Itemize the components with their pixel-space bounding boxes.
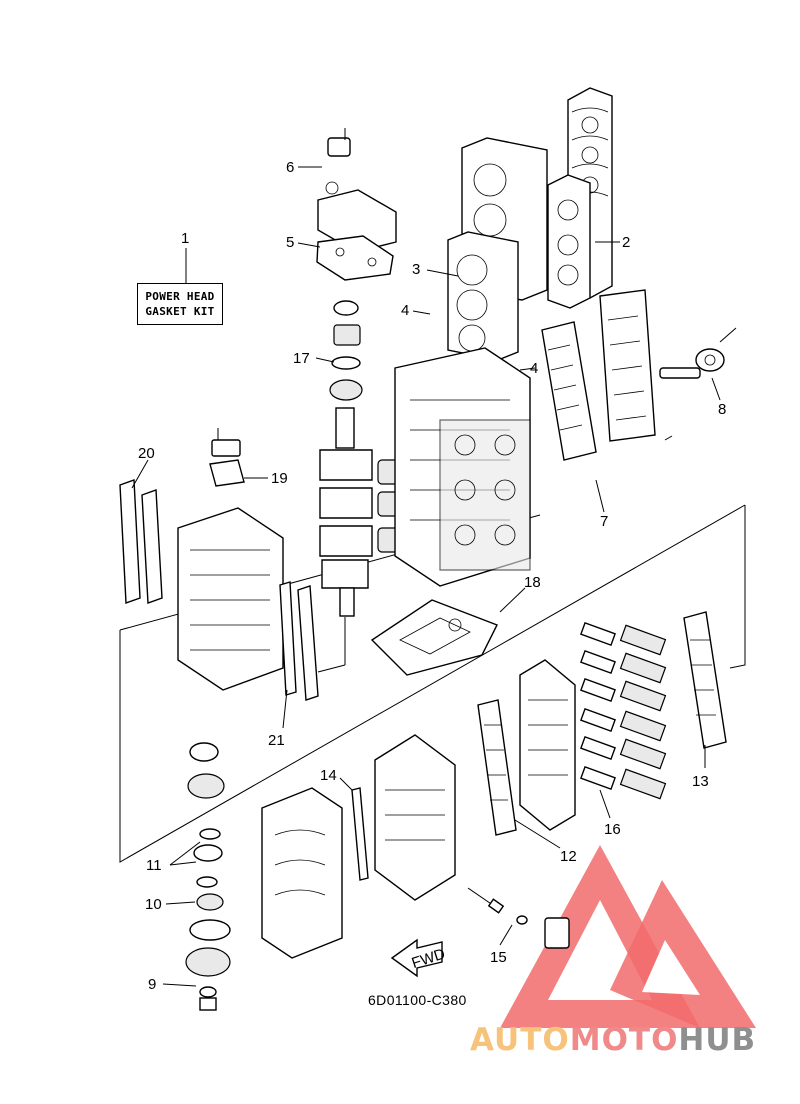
callout-7: 7 <box>600 513 608 530</box>
base-gasket-part <box>370 599 498 676</box>
callout-20: 20 <box>138 445 155 462</box>
watermark-part1: AUTO <box>470 1022 570 1058</box>
callout-4b: 4 <box>530 360 538 377</box>
callout-10: 10 <box>145 896 162 913</box>
watermark-text: AUTOMOTOHUB <box>470 1022 756 1058</box>
callout-13: 13 <box>692 773 709 790</box>
thermostat-cover-part <box>316 128 397 281</box>
callout-19: 19 <box>271 470 288 487</box>
callout-1: 1 <box>181 230 189 247</box>
callout-4a: 4 <box>401 302 409 319</box>
callout-6: 6 <box>286 159 294 176</box>
intake-manifold-part <box>261 734 456 959</box>
callout-5: 5 <box>286 234 294 251</box>
reed-valve-assembly-part <box>477 611 727 836</box>
leader-lines <box>131 166 721 987</box>
fuel-pump-part <box>467 887 570 949</box>
watermark-logo-icon <box>500 845 756 1028</box>
callout-3: 3 <box>412 261 420 278</box>
watermark-part2: MOTO <box>569 1022 679 1058</box>
callout-16: 16 <box>604 821 621 838</box>
gasket-kit-line1: POWER HEAD <box>145 290 215 303</box>
gasket-kit-box: POWER HEAD GASKET KIT <box>137 283 223 325</box>
callout-9: 9 <box>148 976 156 993</box>
cylinder-head-part <box>447 137 548 361</box>
callout-12: 12 <box>560 848 577 865</box>
crankcase-block-part <box>394 347 531 587</box>
lower-bearing-stack-part <box>185 742 231 1011</box>
callout-21: 21 <box>268 732 285 749</box>
exhaust-plate-gasket-part <box>541 289 673 461</box>
callout-2: 2 <box>622 234 630 251</box>
drawing-code: 6D01100-C380 <box>368 992 467 1008</box>
watermark-part3: HUB <box>678 1022 757 1058</box>
forward-direction-icon: FWD <box>390 938 448 978</box>
callout-labels: 1 2 3 4 4 5 6 7 8 9 10 11 12 13 14 15 16… <box>138 159 726 993</box>
callout-15: 15 <box>490 949 507 966</box>
callout-14: 14 <box>320 767 337 784</box>
callout-11: 11 <box>146 857 162 874</box>
reed-plates <box>580 621 667 800</box>
callout-17: 17 <box>293 350 310 367</box>
water-outlet-part <box>659 327 737 379</box>
exhaust-cover-part <box>547 87 613 309</box>
gasket-kit-line2: GASKET KIT <box>145 305 215 318</box>
crankshaft-bearing-part <box>329 300 363 401</box>
intake-block-left-part <box>119 428 319 701</box>
callout-18: 18 <box>524 574 541 591</box>
callout-8: 8 <box>718 401 726 418</box>
